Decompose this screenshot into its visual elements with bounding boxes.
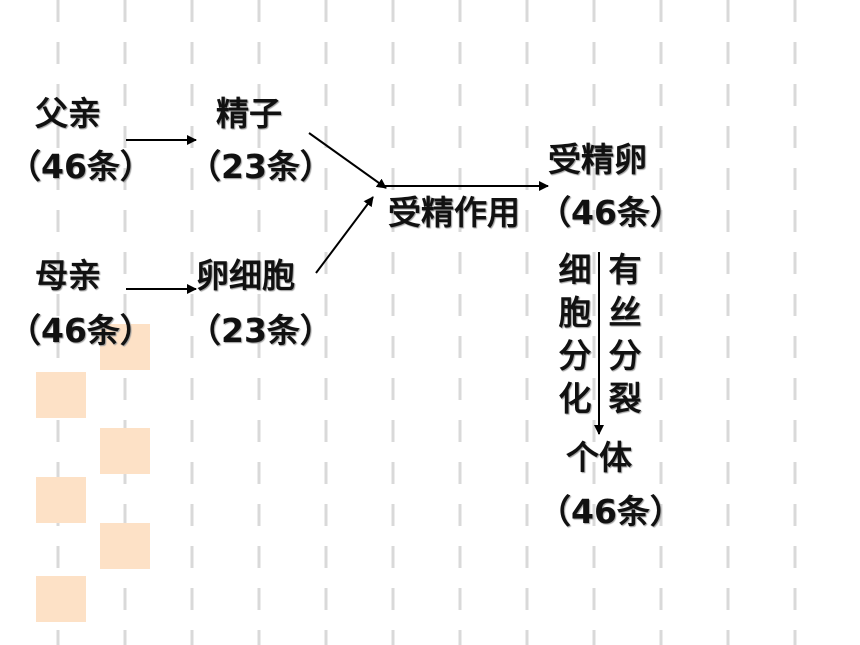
father-label: 父亲 xyxy=(35,94,101,133)
individual-label: 个体 xyxy=(566,438,632,477)
fertilization-label: 受精作用 xyxy=(388,193,520,232)
zygote-label: 受精卵 xyxy=(548,140,647,179)
sperm-chromosome-count: （23条） xyxy=(188,147,333,186)
decor-square xyxy=(100,428,150,474)
individual-chromosome-count: （46条） xyxy=(538,492,683,531)
egg-chromosome-count: （23条） xyxy=(188,311,333,350)
mother-chromosome-count: （46条） xyxy=(8,311,153,350)
mitosis-label: 有丝分裂 xyxy=(608,250,642,418)
egg-label: 卵细胞 xyxy=(196,256,295,295)
zygote-chromosome-count: （46条） xyxy=(538,193,683,232)
decor-square xyxy=(100,324,150,370)
cell-differentiation-label: 细胞分化 xyxy=(558,250,592,418)
decor-square xyxy=(36,477,86,523)
sperm-label: 精子 xyxy=(216,94,282,133)
decor-square xyxy=(36,372,86,418)
arrow-sperm-to-fertilization xyxy=(308,132,387,189)
arrow-egg-to-fertilization xyxy=(315,196,374,274)
mother-label: 母亲 xyxy=(35,256,101,295)
decor-square xyxy=(100,523,150,569)
father-chromosome-count: （46条） xyxy=(8,147,153,186)
decor-square xyxy=(36,576,86,622)
